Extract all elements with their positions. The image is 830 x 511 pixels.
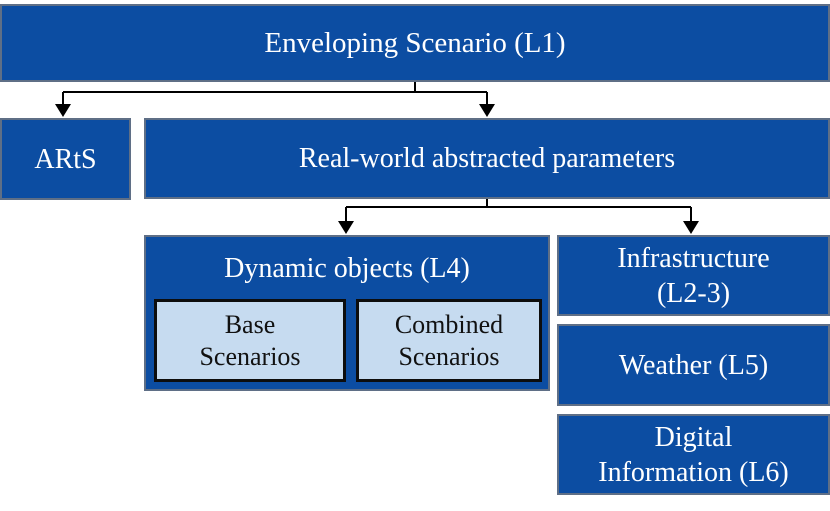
weather-label: Weather (L5) [618, 349, 769, 381]
real-world-parameters-label: Real-world abstracted parameters [298, 143, 676, 174]
digital-information-label: Digital Information (L6) [598, 421, 789, 488]
enveloping-scenario-label: Enveloping Scenario (L1) [264, 26, 566, 59]
infrastructure-box: Infrastructure (L2-3) [557, 235, 830, 316]
dynamic-objects-label: Dynamic objects (L4) [224, 253, 470, 284]
arts-label: ARtS [34, 143, 97, 175]
arts-box: ARtS [0, 118, 131, 200]
real-world-arrowhead [479, 104, 495, 117]
arts-arrowhead [55, 104, 71, 117]
combined-scenarios-label: Combined Scenarios [394, 309, 504, 371]
enveloping-scenario-box: Enveloping Scenario (L1) [0, 4, 830, 82]
digital-information-box: Digital Information (L6) [557, 414, 830, 495]
infrastructure-label: Infrastructure (L2-3) [617, 242, 770, 309]
combined-scenarios-box: Combined Scenarios [356, 299, 542, 382]
base-scenarios-box: Base Scenarios [154, 299, 346, 382]
base-scenarios-label: Base Scenarios [199, 309, 301, 371]
infrastructure-arrowhead [683, 221, 699, 234]
real-world-parameters-box: Real-world abstracted parameters [144, 118, 830, 199]
weather-box: Weather (L5) [557, 324, 830, 406]
dynamic-arrowhead [338, 221, 354, 234]
